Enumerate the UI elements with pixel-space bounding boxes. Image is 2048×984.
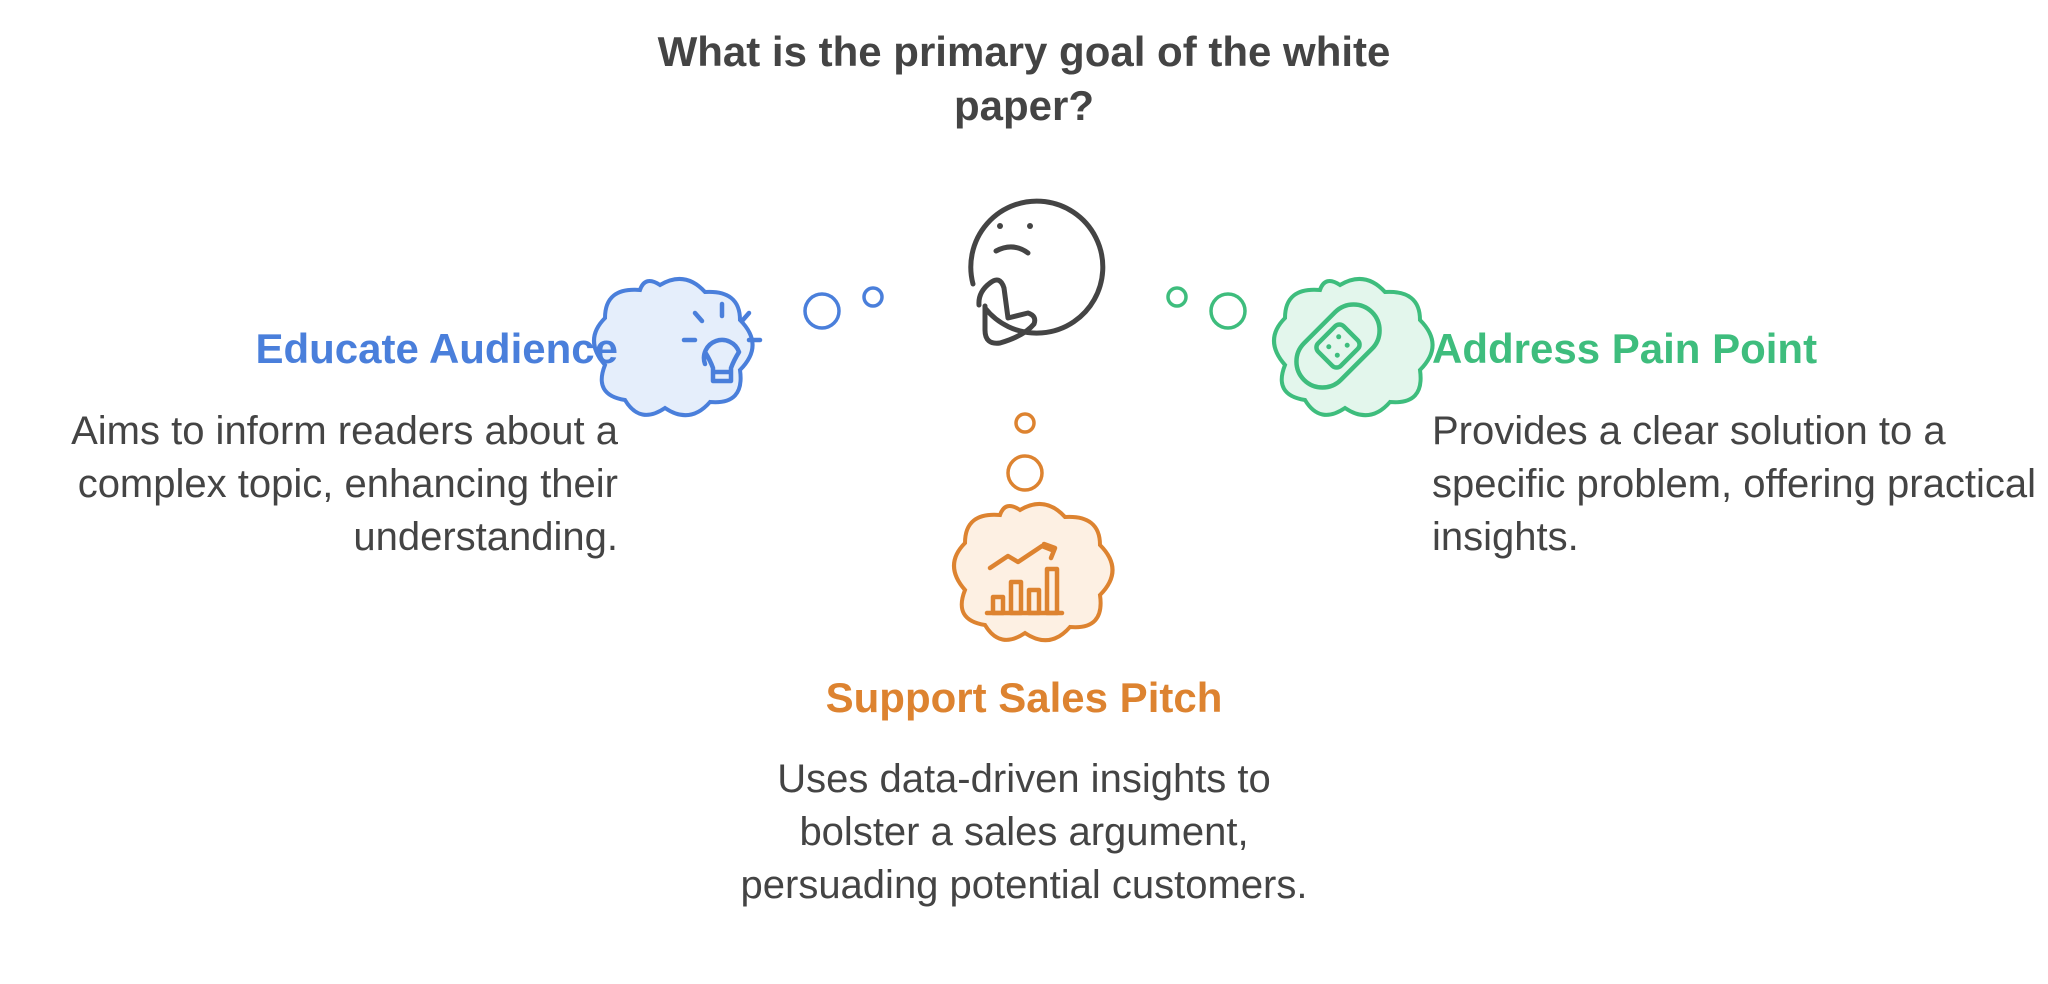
growth-chart-icon bbox=[984, 541, 1065, 616]
address-pain-point-description: Provides a clear solution to a specific … bbox=[1432, 409, 2036, 559]
educate-audience-heading: Educate Audience bbox=[255, 325, 618, 372]
diagram-title: What is the primary goal of the white pa… bbox=[657, 28, 1391, 129]
bandage-icon bbox=[1294, 302, 1382, 390]
support-sales-pitch-description: Uses data-driven insights to bolster a s… bbox=[740, 757, 1308, 907]
thought-bubbles-address bbox=[1166, 286, 1247, 330]
address-cloud bbox=[1272, 276, 1435, 418]
thinking-face-icon bbox=[968, 198, 1106, 346]
educate-cloud bbox=[592, 276, 763, 418]
support-sales-pitch-heading: Support Sales Pitch bbox=[825, 674, 1223, 721]
thought-bubbles-educate bbox=[803, 286, 884, 330]
lightbulb-icon bbox=[681, 301, 763, 384]
educate-audience-description: Aims to inform readers about a complex t… bbox=[71, 409, 618, 559]
thought-bubbles-support bbox=[1006, 412, 1044, 492]
support-cloud bbox=[952, 501, 1115, 643]
address-pain-point-heading: Address Pain Point bbox=[1432, 325, 1818, 372]
